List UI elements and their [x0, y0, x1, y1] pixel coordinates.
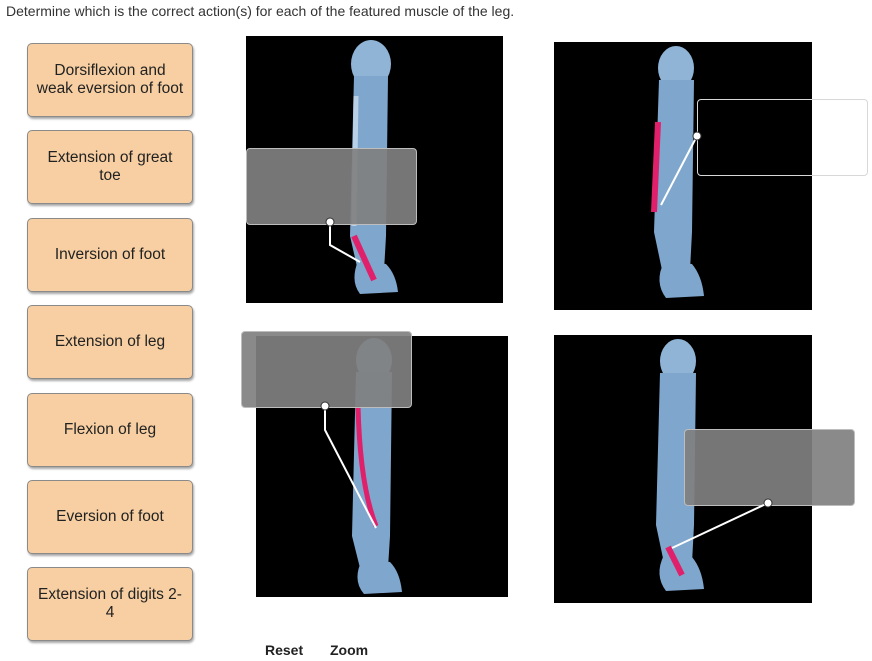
choice-inversion-foot[interactable]: Inversion of foot [27, 218, 193, 292]
answer-dropzone-1[interactable] [246, 148, 417, 225]
choice-label: Extension of digits 2-4 [38, 586, 182, 621]
answer-dropzone-2[interactable] [697, 99, 868, 176]
choice-extension-leg[interactable]: Extension of leg [27, 305, 193, 379]
answer-dropzone-3[interactable] [241, 331, 412, 408]
choice-label: Eversion of foot [56, 508, 164, 525]
choice-extension-great-toe[interactable]: Extension of great toe [27, 130, 193, 204]
instructions-text: Determine which is the correct action(s)… [6, 3, 515, 19]
choice-extension-digits[interactable]: Extension of digits 2-4 [27, 567, 193, 641]
answer-dropzone-4[interactable] [684, 429, 855, 506]
choice-dorsiflexion-weak-eversion[interactable]: Dorsiflexion and weak eversion of foot [27, 43, 193, 117]
reset-button[interactable]: Reset [265, 642, 304, 658]
choice-flexion-leg[interactable]: Flexion of leg [27, 393, 193, 467]
choice-label: Extension of great toe [47, 149, 173, 184]
choice-label: Dorsiflexion and weak eversion of foot [36, 62, 184, 97]
choice-label: Extension of leg [54, 333, 166, 350]
choice-label: Flexion of leg [63, 421, 157, 438]
choice-eversion-foot[interactable]: Eversion of foot [27, 480, 193, 554]
leg-image-2 [554, 42, 812, 310]
zoom-button[interactable]: Zoom [330, 642, 369, 658]
leg-illustration [651, 46, 704, 298]
choice-label: Inversion of foot [54, 246, 166, 263]
